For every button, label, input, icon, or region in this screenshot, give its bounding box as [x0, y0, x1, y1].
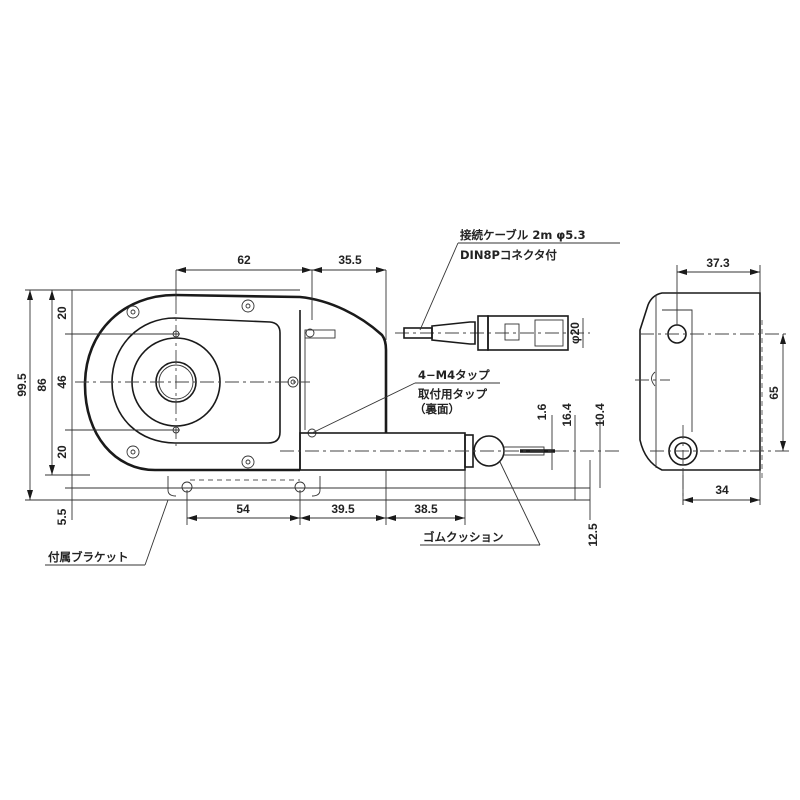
front-view: [75, 293, 620, 497]
dim-12-5: 12.5: [586, 523, 600, 547]
tap-label: 4−M4タップ: [418, 368, 490, 382]
bracket: [167, 476, 321, 497]
dim-86: 86: [35, 378, 49, 392]
annotation-leaders: [45, 242, 620, 566]
arrowheads: [27, 267, 786, 521]
dim-20-top: 20: [55, 306, 69, 320]
dim-46: 46: [55, 375, 69, 389]
cable-label: 接続ケーブル 2m φ5.3: [460, 228, 586, 242]
dim-1-6: 1.6: [535, 403, 549, 420]
dim-5-5: 5.5: [55, 508, 69, 525]
cover-plate: [111, 317, 281, 444]
dim-20-bottom: 20: [55, 445, 69, 459]
dim-34: 34: [715, 483, 729, 497]
tap-stub: [304, 329, 336, 339]
bracket-label: 付属ブラケット: [48, 550, 129, 564]
back-side-label: （裏面）: [414, 402, 460, 416]
dim-16-4: 16.4: [560, 403, 574, 427]
dim-99-5: 99.5: [15, 373, 29, 397]
dim-10-4: 10.4: [593, 403, 607, 427]
side-view: [635, 265, 790, 505]
dim-62: 62: [237, 253, 251, 267]
dim-37-3: 37.3: [706, 256, 730, 270]
rubber-cushion-label: ゴムクッション: [423, 530, 504, 544]
mounting-tap-label: 取付用タップ: [418, 387, 487, 401]
dim-35-5: 35.5: [338, 253, 362, 267]
dim-65: 65: [767, 386, 781, 400]
dimension-lines: [25, 269, 601, 525]
dim-phi20: φ20: [568, 322, 582, 344]
dim-38-5: 38.5: [414, 502, 438, 516]
probe-assembly: [299, 432, 555, 471]
cable-connector: [403, 315, 569, 351]
dim-39-5: 39.5: [331, 502, 355, 516]
connector-label: DIN8Pコネクタ付: [460, 248, 557, 262]
housing-outline: [83, 293, 388, 472]
dim-54: 54: [236, 502, 250, 516]
